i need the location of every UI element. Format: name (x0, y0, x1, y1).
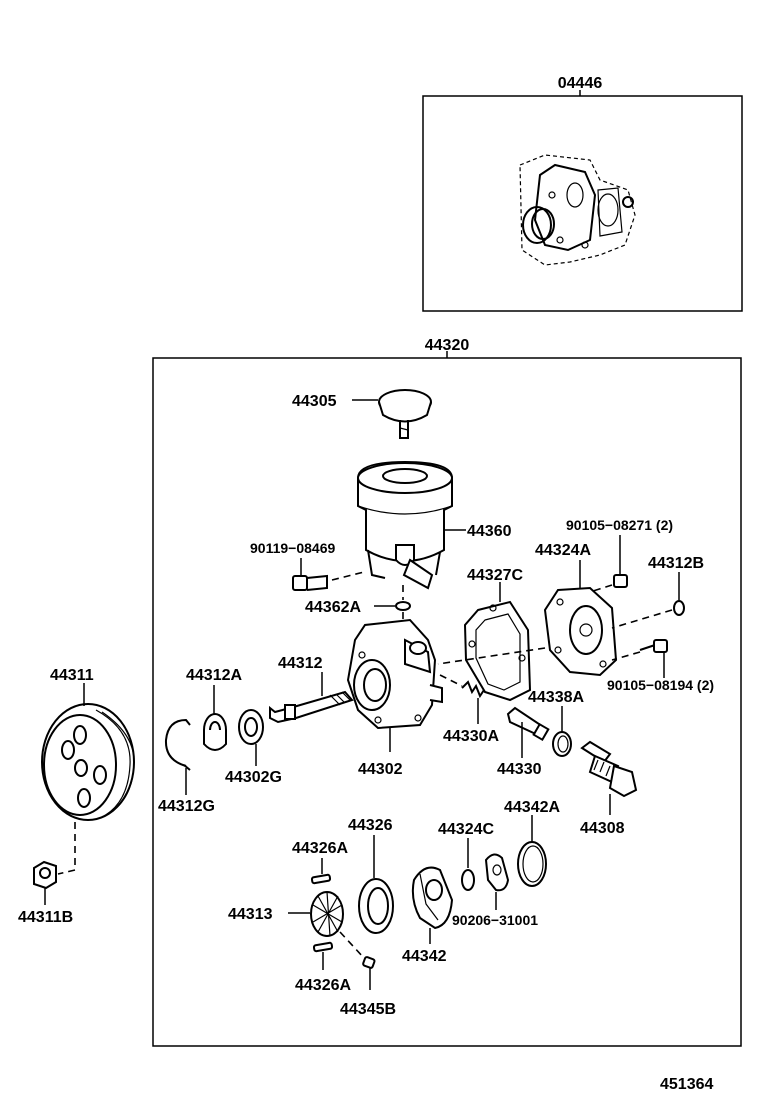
label-90105-08194[interactable]: 90105−08194 (2) (607, 677, 714, 693)
label-44302G[interactable]: 44302G (225, 769, 282, 786)
label-44302[interactable]: 44302 (358, 761, 403, 778)
label-44312G[interactable]: 44312G (158, 798, 215, 815)
spring-44330a (439, 674, 485, 724)
oil-seal-44312a (203, 685, 227, 751)
label-44324C[interactable]: 44324C (438, 821, 494, 838)
flow-control-valve-44330 (506, 706, 550, 758)
o-ring-44362a (374, 585, 411, 628)
label-44330[interactable]: 44330 (497, 761, 542, 778)
bolt-90119 (292, 558, 365, 591)
label-44330A[interactable]: 44330A (443, 728, 499, 745)
figure-number: 451364 (660, 1076, 713, 1093)
label-44326[interactable]: 44326 (348, 817, 393, 834)
label-44308[interactable]: 44308 (580, 820, 625, 837)
reservoir-tank (357, 460, 466, 590)
rear-cover-44324a (543, 560, 618, 677)
pressure-plate-44342 (411, 866, 454, 944)
label-90105-08271[interactable]: 90105−08271 (2) (566, 517, 673, 533)
gasket-44327c (437, 582, 546, 702)
label-44362A[interactable]: 44362A (305, 599, 361, 616)
pulley-44311 (41, 683, 135, 875)
pin-44326a-top (310, 858, 332, 885)
reservoir-cap (352, 389, 432, 439)
bolt-90105-08271 (589, 535, 628, 593)
label-44342[interactable]: 44342 (402, 948, 447, 965)
label-44312[interactable]: 44312 (278, 655, 323, 672)
pump-body-44302 (346, 618, 443, 752)
bearing-44302g (238, 709, 264, 766)
o-ring-44324c (461, 838, 475, 891)
bolt-90105-08194 (611, 639, 668, 678)
seal-90206 (484, 853, 510, 910)
union-fitting-44308 (580, 740, 638, 815)
label-04446[interactable]: 04446 (558, 75, 603, 92)
label-44305[interactable]: 44305 (292, 393, 337, 410)
snap-ring-44312g (164, 718, 191, 795)
label-44345B[interactable]: 44345B (340, 1001, 396, 1018)
label-44313[interactable]: 44313 (228, 906, 273, 923)
label-90206-31001[interactable]: 90206−31001 (452, 912, 538, 928)
nut-44311b (33, 860, 57, 905)
label-44324A[interactable]: 44324A (535, 542, 591, 559)
o-ring-44342a (517, 815, 547, 887)
label-90119-08469[interactable]: 90119−08469 (250, 540, 335, 556)
gasket-kit-parts (519, 154, 636, 266)
label-44326A-top[interactable]: 44326A (292, 840, 348, 857)
label-44312B[interactable]: 44312B (648, 555, 704, 572)
o-ring-44338a (552, 706, 572, 757)
pump-assembly-box (152, 357, 742, 1047)
label-44311B[interactable]: 44311B (18, 909, 73, 926)
label-44312A[interactable]: 44312A (186, 667, 242, 684)
label-44327C[interactable]: 44327C (467, 567, 523, 584)
label-44338A[interactable]: 44338A (528, 689, 584, 706)
rotor-44313 (288, 891, 344, 937)
label-44360[interactable]: 44360 (467, 523, 512, 540)
label-44311[interactable]: 44311 (50, 667, 94, 684)
gasket-kit-box (422, 95, 743, 312)
snap-ring-44312b (611, 572, 685, 629)
vane-44345b (339, 931, 376, 990)
cam-ring-44326 (358, 835, 394, 934)
shaft-44312 (269, 672, 354, 724)
pin-44326a-bottom (312, 941, 334, 970)
label-44320[interactable]: 44320 (425, 337, 470, 354)
gasket-kit-group: 04446 (422, 75, 743, 312)
label-44342A[interactable]: 44342A (504, 799, 560, 816)
label-44326A-bottom[interactable]: 44326A (295, 977, 351, 994)
